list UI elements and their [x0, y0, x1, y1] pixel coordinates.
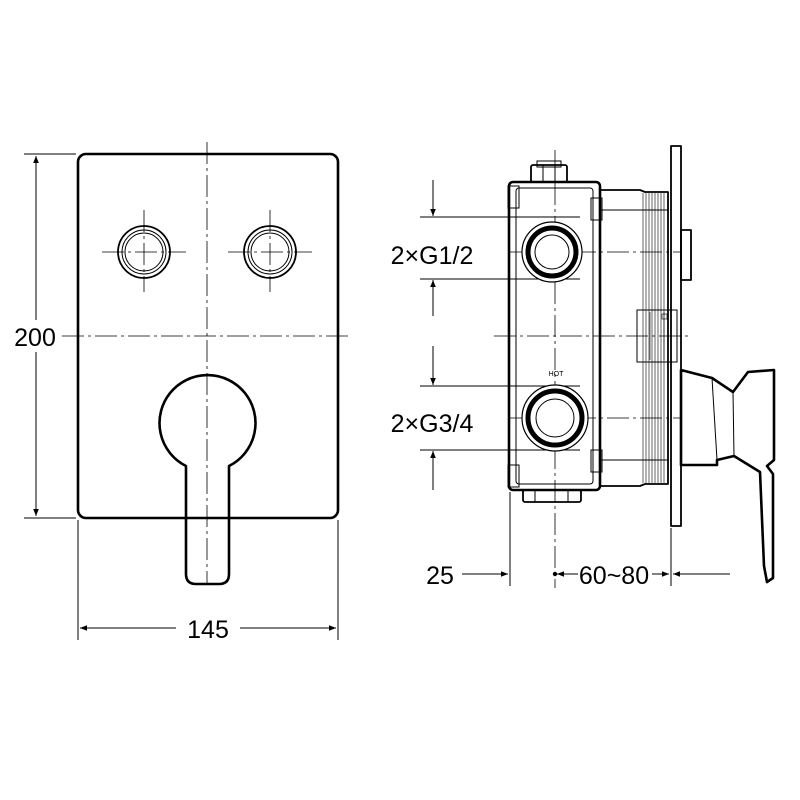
height-dimension: 200 — [14, 153, 76, 519]
threaded-sleeve — [600, 189, 678, 487]
inlet-g34-label: 2×G3/4 — [391, 410, 474, 438]
plate-stud — [680, 229, 692, 281]
depth-range-label: 60~80 — [579, 562, 649, 590]
depth-dimension: 25 60~80 — [426, 492, 730, 590]
hot-label: HOT — [549, 371, 565, 378]
port-tab — [507, 185, 520, 209]
port-tab — [507, 464, 520, 488]
inlet-g34 — [521, 384, 589, 452]
front-view: 200 145 — [14, 142, 352, 644]
width-label: 145 — [187, 616, 229, 644]
cover-plate — [76, 152, 340, 520]
depth-front-label: 25 — [426, 562, 454, 590]
port-tab — [590, 449, 603, 473]
diverter-knob-right — [243, 225, 297, 279]
diverter-knob-left — [117, 225, 171, 279]
inlet-g12-dimension: 2×G1/2 — [391, 180, 474, 316]
top-nut — [530, 160, 568, 183]
port-tab — [590, 197, 603, 221]
width-dimension: 145 — [77, 520, 339, 644]
side-view: HOT 2×G1/2 2×G3/4 25 60~80 — [391, 145, 776, 590]
inlet-g34-dimension: 2×G3/4 — [391, 346, 474, 490]
inlet-g12 — [521, 221, 583, 283]
lever-handle — [158, 373, 257, 586]
bottom-nut — [522, 489, 582, 503]
handle-side-profile — [679, 368, 776, 584]
height-label: 200 — [14, 324, 56, 352]
inlet-g12-label: 2×G1/2 — [391, 242, 474, 270]
